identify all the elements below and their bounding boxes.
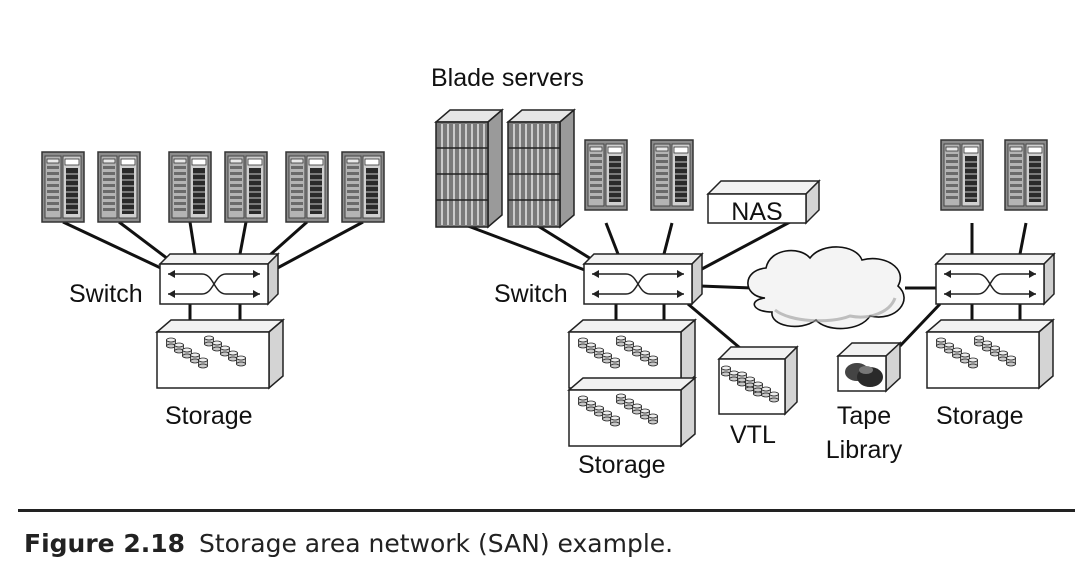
caption-divider xyxy=(18,509,1075,512)
blade-server-icon xyxy=(435,109,503,228)
storage-label: Storage xyxy=(936,402,1024,430)
figure-number: Figure 2.18 xyxy=(24,529,186,558)
server-tower-icon xyxy=(41,151,85,223)
nas-label: NAS xyxy=(731,198,782,226)
cloud-icon xyxy=(747,246,905,330)
figure-caption: Figure 2.18 Storage area network (SAN) ex… xyxy=(24,529,673,558)
storage-array-icon xyxy=(927,320,1053,388)
server-tower-icon xyxy=(97,151,141,223)
tape-label: Tape xyxy=(837,402,891,430)
vtl-label: VTL xyxy=(730,421,776,449)
server-tower-icon xyxy=(341,151,385,223)
figure-caption-text: Storage area network (SAN) example. xyxy=(199,529,674,558)
left-server-links xyxy=(62,220,364,332)
server-tower-icon xyxy=(650,139,694,211)
storage-array-icon xyxy=(157,320,283,388)
server-tower-icon xyxy=(1004,139,1048,211)
server-tower-icon xyxy=(224,151,268,223)
switch-icon xyxy=(935,253,1055,305)
switch-icon xyxy=(159,253,279,305)
server-tower-icon xyxy=(940,139,984,211)
san-diagram: Switch Storage NAS xyxy=(41,64,1055,479)
center-network: NAS Blade servers Switch Storage VTL xyxy=(431,64,938,479)
switch-icon xyxy=(583,253,703,305)
storage-label: Storage xyxy=(165,402,253,430)
server-tower-icon xyxy=(584,139,628,211)
right-network: Tape Library Storage xyxy=(826,139,1055,464)
left-network: Switch Storage xyxy=(41,151,385,430)
vtl-device xyxy=(717,345,799,416)
switch-label: Switch xyxy=(494,280,568,308)
blade-server-icon xyxy=(507,109,575,228)
server-tower-icon xyxy=(285,151,329,223)
center-links xyxy=(467,220,938,350)
tape-library-icon xyxy=(836,341,902,393)
storage-label: Storage xyxy=(578,451,666,479)
library-label: Library xyxy=(826,436,903,464)
switch-label: Switch xyxy=(69,280,143,308)
nas-device: NAS xyxy=(706,179,821,226)
blade-servers-label: Blade servers xyxy=(431,64,584,92)
storage-array-icon xyxy=(569,378,695,446)
server-tower-icon xyxy=(168,151,212,223)
